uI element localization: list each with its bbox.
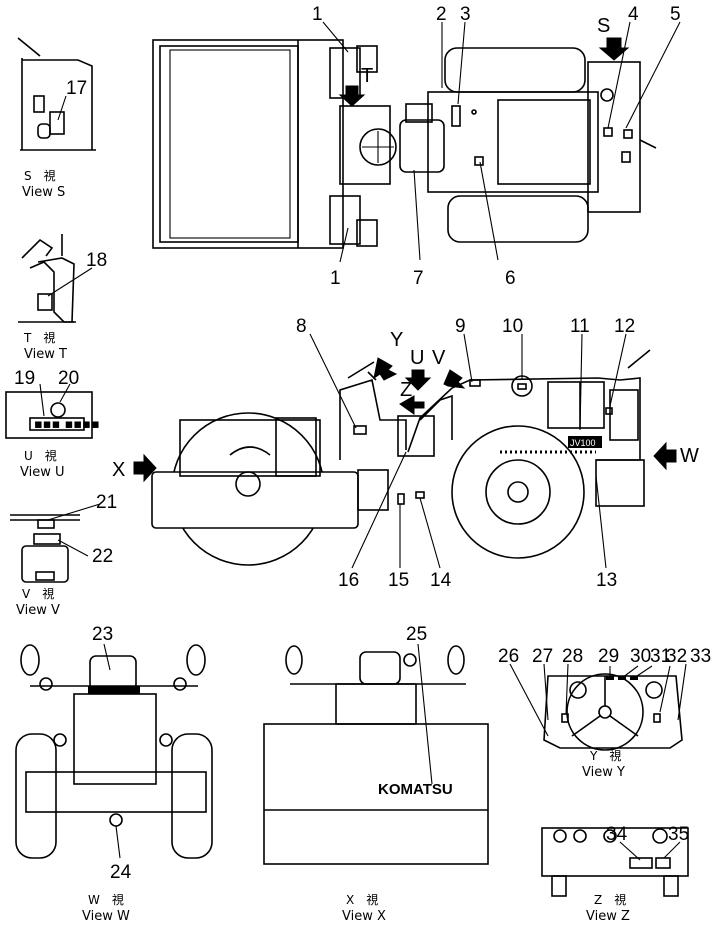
view-u-caption: View U [20,465,65,480]
view-z-drawing [541,827,689,897]
callout-19: 19 [14,368,35,389]
callout-20: 20 [58,368,79,389]
view-letter-v: V [432,347,446,369]
callout-31: 31 [650,646,671,667]
callout-10: 10 [502,316,523,337]
callout-27: 27 [532,646,553,667]
callout-8: 8 [296,316,307,337]
view-s-caption-jp: S 視 [24,168,56,183]
view-z-caption: View Z [586,909,630,924]
view-arrow-s [598,37,630,61]
callout-5: 5 [670,4,681,25]
callout-30: 30 [630,646,651,667]
view-t-caption: View T [24,347,67,362]
view-y-drawing [543,673,683,751]
callout-1-top: 1 [312,4,323,25]
view-w-caption-jp: W 視 [88,892,124,907]
view-y-caption: View Y [582,765,625,780]
view-arrow-x [133,453,157,483]
callout-12: 12 [614,316,635,337]
callout-18: 18 [86,250,107,271]
leader-lines [39,21,687,861]
callout-29: 29 [598,646,619,667]
callout-32: 32 [666,646,687,667]
view-arrow-v [443,369,466,389]
callout-3: 3 [460,4,471,25]
callout-14: 14 [430,570,452,591]
brand-decal-text: KOMATSU [378,781,453,798]
callout-24: 24 [110,862,132,883]
view-letter-y: Y [390,329,403,351]
callout-2: 2 [436,4,447,25]
callout-15: 15 [388,570,409,591]
view-t-drawing [18,234,76,323]
callout-17: 17 [66,78,87,99]
model-decal-text: JV100 [570,438,596,448]
view-letter-x: X [112,459,125,481]
view-u-caption-jp: U 視 [24,448,57,463]
view-letter-t: T [361,65,373,87]
view-arrow-y [373,357,398,381]
top-view-machine [152,39,657,249]
view-arrow-w [653,441,677,471]
view-x-caption: View X [342,909,386,924]
view-v-caption: View V [16,603,60,618]
callout-33: 33 [690,646,711,667]
view-arrow-u [404,369,432,391]
view-x-drawing: KOMATSU [263,645,489,865]
callout-7: 7 [413,268,424,289]
svg-text:▪▪▪ ▪▪▪▪: ▪▪▪ ▪▪▪▪ [34,417,100,432]
callout-9: 9 [455,316,466,337]
view-arrow-z [399,395,425,415]
callout-35: 35 [668,824,689,845]
callout-6: 6 [505,268,516,289]
view-s-drawing [17,37,96,151]
view-w-drawing [15,644,213,859]
callout-4: 4 [628,4,639,25]
view-w-caption: View W [82,909,130,924]
callout-25: 25 [406,624,427,645]
view-letter-u: U [410,347,424,369]
view-y-caption-jp: Y 視 [589,748,621,763]
side-view-machine: JV100 [151,349,651,566]
view-v-drawing [10,514,80,583]
view-z-caption-jp: Z 視 [594,892,626,907]
callout-21: 21 [96,492,117,513]
callout-16: 16 [338,570,359,591]
callout-22: 22 [92,546,113,567]
view-u-drawing: ▪▪▪ ▪▪▪▪ [5,391,100,439]
view-t-caption-jp: T 視 [23,330,55,345]
callout-26: 26 [498,646,519,667]
view-s-caption: View S [22,185,65,200]
callout-34: 34 [606,824,628,845]
view-letter-s: S [597,15,610,37]
view-v-caption-jp: V 視 [22,586,54,601]
view-letter-w: W [680,445,699,467]
callout-23: 23 [92,624,113,645]
view-letter-z: Z [400,379,412,401]
callout-28: 28 [562,646,583,667]
callout-13: 13 [596,570,617,591]
view-x-caption-jp: X 視 [346,892,378,907]
callout-1-bottom: 1 [330,268,341,289]
callout-11: 11 [570,316,590,337]
view-arrow-t [338,85,366,107]
